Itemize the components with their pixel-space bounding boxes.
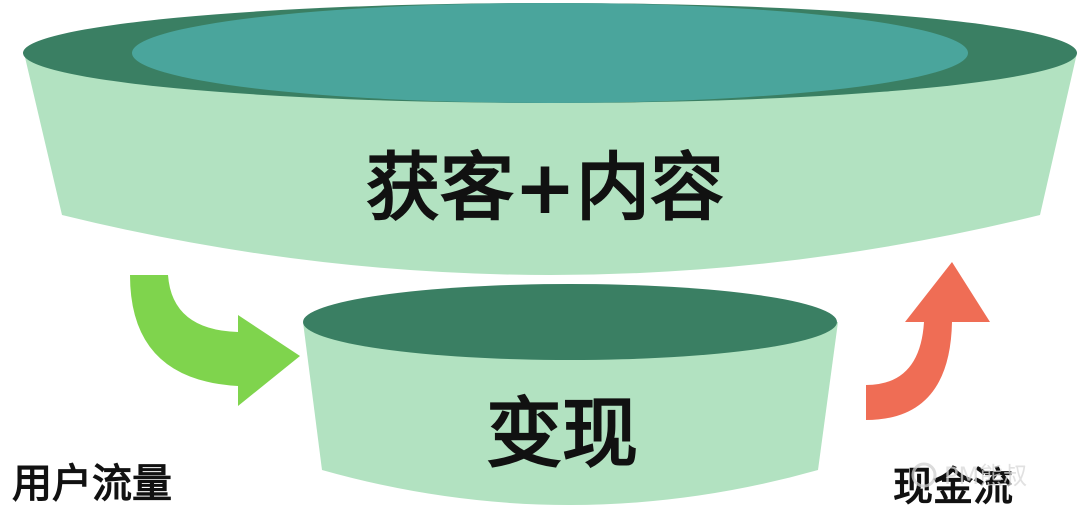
curved-arrow-up-icon bbox=[866, 262, 990, 420]
curved-arrow-right-icon bbox=[130, 275, 300, 406]
bottom-stage: 变现 bbox=[303, 284, 838, 505]
bottom-stage-body bbox=[303, 322, 838, 505]
top-stage: 获客+内容 bbox=[23, 3, 1077, 275]
top-stage-label: 获客+内容 bbox=[366, 145, 724, 231]
top-stage-body bbox=[24, 53, 1077, 275]
bottom-stage-rim bbox=[303, 284, 837, 360]
bottom-stage-label: 变现 bbox=[486, 389, 638, 478]
left-caption: 用户流量 bbox=[12, 461, 172, 507]
watermark-text: PM熊叔 bbox=[944, 462, 1027, 490]
watermark-logo-icon bbox=[911, 462, 937, 488]
top-stage-rim-inner bbox=[132, 3, 968, 103]
watermark: PM熊叔 bbox=[911, 462, 1027, 490]
